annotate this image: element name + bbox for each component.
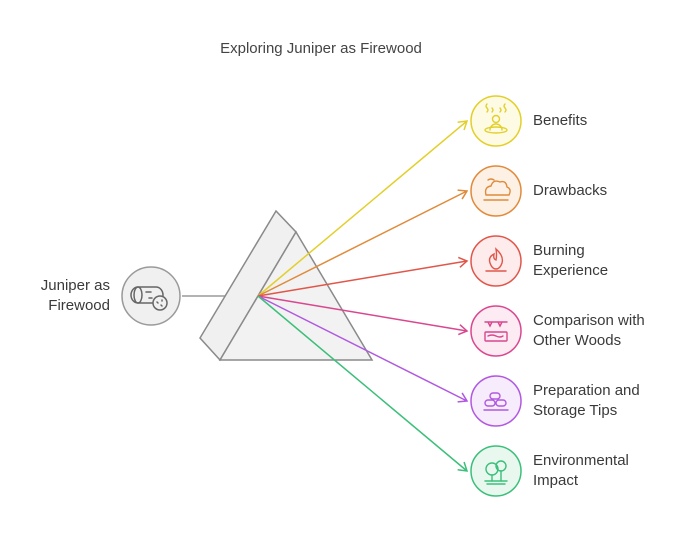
arrow-head-2 bbox=[457, 256, 469, 268]
branch-node-circle bbox=[470, 235, 522, 287]
fire-icon bbox=[485, 247, 507, 272]
branch-node-3 bbox=[470, 305, 522, 357]
branch-label-5: Environmental Impact bbox=[533, 452, 629, 489]
branch-node-circle bbox=[470, 95, 522, 147]
branch-node-0 bbox=[470, 95, 522, 147]
branch-label-0: Benefits bbox=[533, 112, 588, 129]
source-label: Juniper as Firewood bbox=[40, 277, 110, 314]
ray-3 bbox=[257, 295, 468, 332]
log-icon bbox=[130, 286, 168, 311]
stacked-logs-icon bbox=[483, 392, 509, 411]
source-node bbox=[121, 266, 181, 326]
rays bbox=[257, 120, 469, 472]
branch-node-2 bbox=[470, 235, 522, 287]
ray-5 bbox=[257, 295, 468, 472]
prism bbox=[199, 209, 374, 362]
branch-node-4 bbox=[470, 375, 522, 427]
branch-node-circle bbox=[470, 305, 522, 357]
arrow-head-1 bbox=[457, 189, 469, 200]
arrow-head-0 bbox=[457, 120, 469, 131]
sauna-person-icon bbox=[484, 103, 508, 134]
smoke-icon bbox=[483, 178, 511, 201]
arrow-head-3 bbox=[457, 324, 469, 336]
branch-label-2: Burning Experience bbox=[533, 242, 609, 279]
branch-nodes bbox=[470, 95, 522, 497]
branch-node-circle bbox=[470, 165, 522, 217]
wood-grain-icon bbox=[484, 321, 508, 342]
ray-2 bbox=[257, 260, 468, 297]
branch-label-1: Drawbacks bbox=[533, 182, 608, 199]
arrow-head-5 bbox=[457, 461, 469, 472]
branch-label-3: Comparison with Other Woods bbox=[533, 312, 645, 349]
branch-node-circle bbox=[470, 445, 522, 497]
ray-1 bbox=[257, 190, 468, 297]
ray-4 bbox=[257, 295, 468, 402]
ray-0 bbox=[257, 120, 468, 297]
arrow-head-4 bbox=[457, 392, 469, 403]
branch-node-5 bbox=[470, 445, 522, 497]
branch-node-1 bbox=[470, 165, 522, 217]
branch-label-4: Preparation and Storage Tips bbox=[533, 382, 640, 419]
tree-icon bbox=[484, 460, 508, 485]
diagram-title: Exploring Juniper as Firewood bbox=[220, 40, 422, 57]
